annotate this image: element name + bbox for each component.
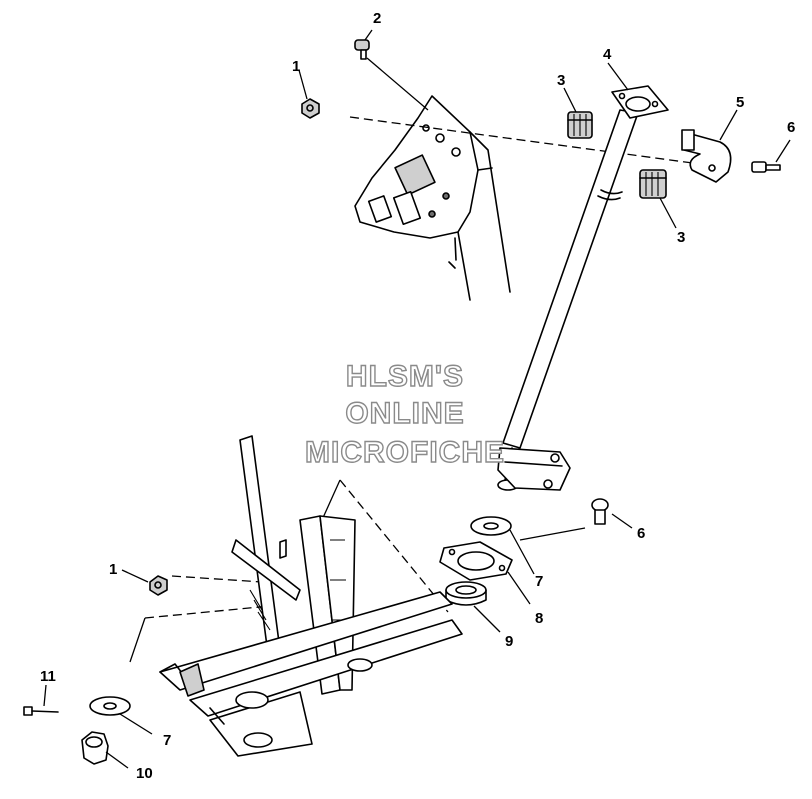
leader-11	[43, 684, 47, 707]
nut-part-10	[81, 731, 109, 765]
leader-2	[366, 57, 429, 111]
callout-9: 9	[505, 633, 513, 650]
leader-1-left	[121, 569, 149, 583]
leader-7-bottom	[119, 713, 153, 735]
assembly-axis-line-top	[349, 116, 701, 165]
callout-8: 8	[535, 610, 543, 627]
leader-3-right	[659, 197, 677, 229]
leader-4	[607, 62, 629, 91]
callout-10: 10	[136, 765, 153, 782]
vehicle-frame	[159, 435, 463, 757]
assembly-axis-line-lower	[339, 479, 449, 613]
callout-5: 5	[736, 94, 744, 111]
leader-7-mid	[509, 529, 535, 575]
clamp-part-5	[681, 129, 732, 183]
callout-3-right: 3	[677, 229, 685, 246]
watermark-line-3: MICROFICHE	[305, 436, 505, 469]
flange-plate-part-4	[611, 85, 669, 119]
nut-part-1-left	[149, 575, 168, 596]
flange-part-8	[439, 541, 513, 581]
callout-7-mid: 7	[535, 573, 543, 590]
leader-2-label	[364, 29, 373, 41]
leader-6-mid	[611, 513, 633, 529]
axis-line-frame-tail	[129, 617, 146, 663]
callout-2: 2	[373, 10, 381, 27]
leader-3-top	[563, 87, 577, 113]
bushing-part-9	[445, 581, 487, 606]
callout-3-top: 3	[557, 72, 565, 89]
steering-mount-bracket	[354, 95, 511, 301]
bushing-part-3-top	[567, 111, 593, 139]
callout-1-top: 1	[292, 58, 300, 75]
steering-column-shaft	[497, 109, 639, 491]
leader-6-top	[775, 139, 791, 163]
leader-1-top	[298, 69, 308, 100]
screw-part-2	[354, 39, 370, 60]
bolt-part-6-top	[751, 161, 781, 173]
bolt-part-11	[23, 706, 59, 716]
leader-8	[507, 571, 531, 605]
callout-4: 4	[603, 46, 612, 63]
callout-1-left: 1	[109, 561, 117, 578]
leader-10	[105, 751, 129, 769]
leader-5	[719, 109, 738, 141]
callout-7-bottom: 7	[163, 732, 171, 749]
leader-9	[473, 605, 501, 633]
callout-6-mid: 6	[637, 525, 645, 542]
axis-line-lower-tail	[321, 479, 341, 521]
leader-7-mid-axis	[519, 527, 586, 541]
bushing-part-3-right	[639, 169, 667, 199]
watermark-line-1: HLSM'S	[346, 360, 464, 393]
assembly-axis-line-frame	[144, 605, 271, 619]
callout-6-top: 6	[787, 119, 795, 136]
bolt-part-6-mid	[591, 498, 609, 525]
washer-part-7-bottom	[89, 696, 131, 716]
callout-11: 11	[40, 668, 56, 685]
watermark-line-2: ONLINE	[345, 397, 464, 430]
washer-part-7-mid	[470, 516, 512, 536]
assembly-axis-line-nut	[171, 575, 263, 583]
nut-part-1-top	[301, 98, 320, 119]
